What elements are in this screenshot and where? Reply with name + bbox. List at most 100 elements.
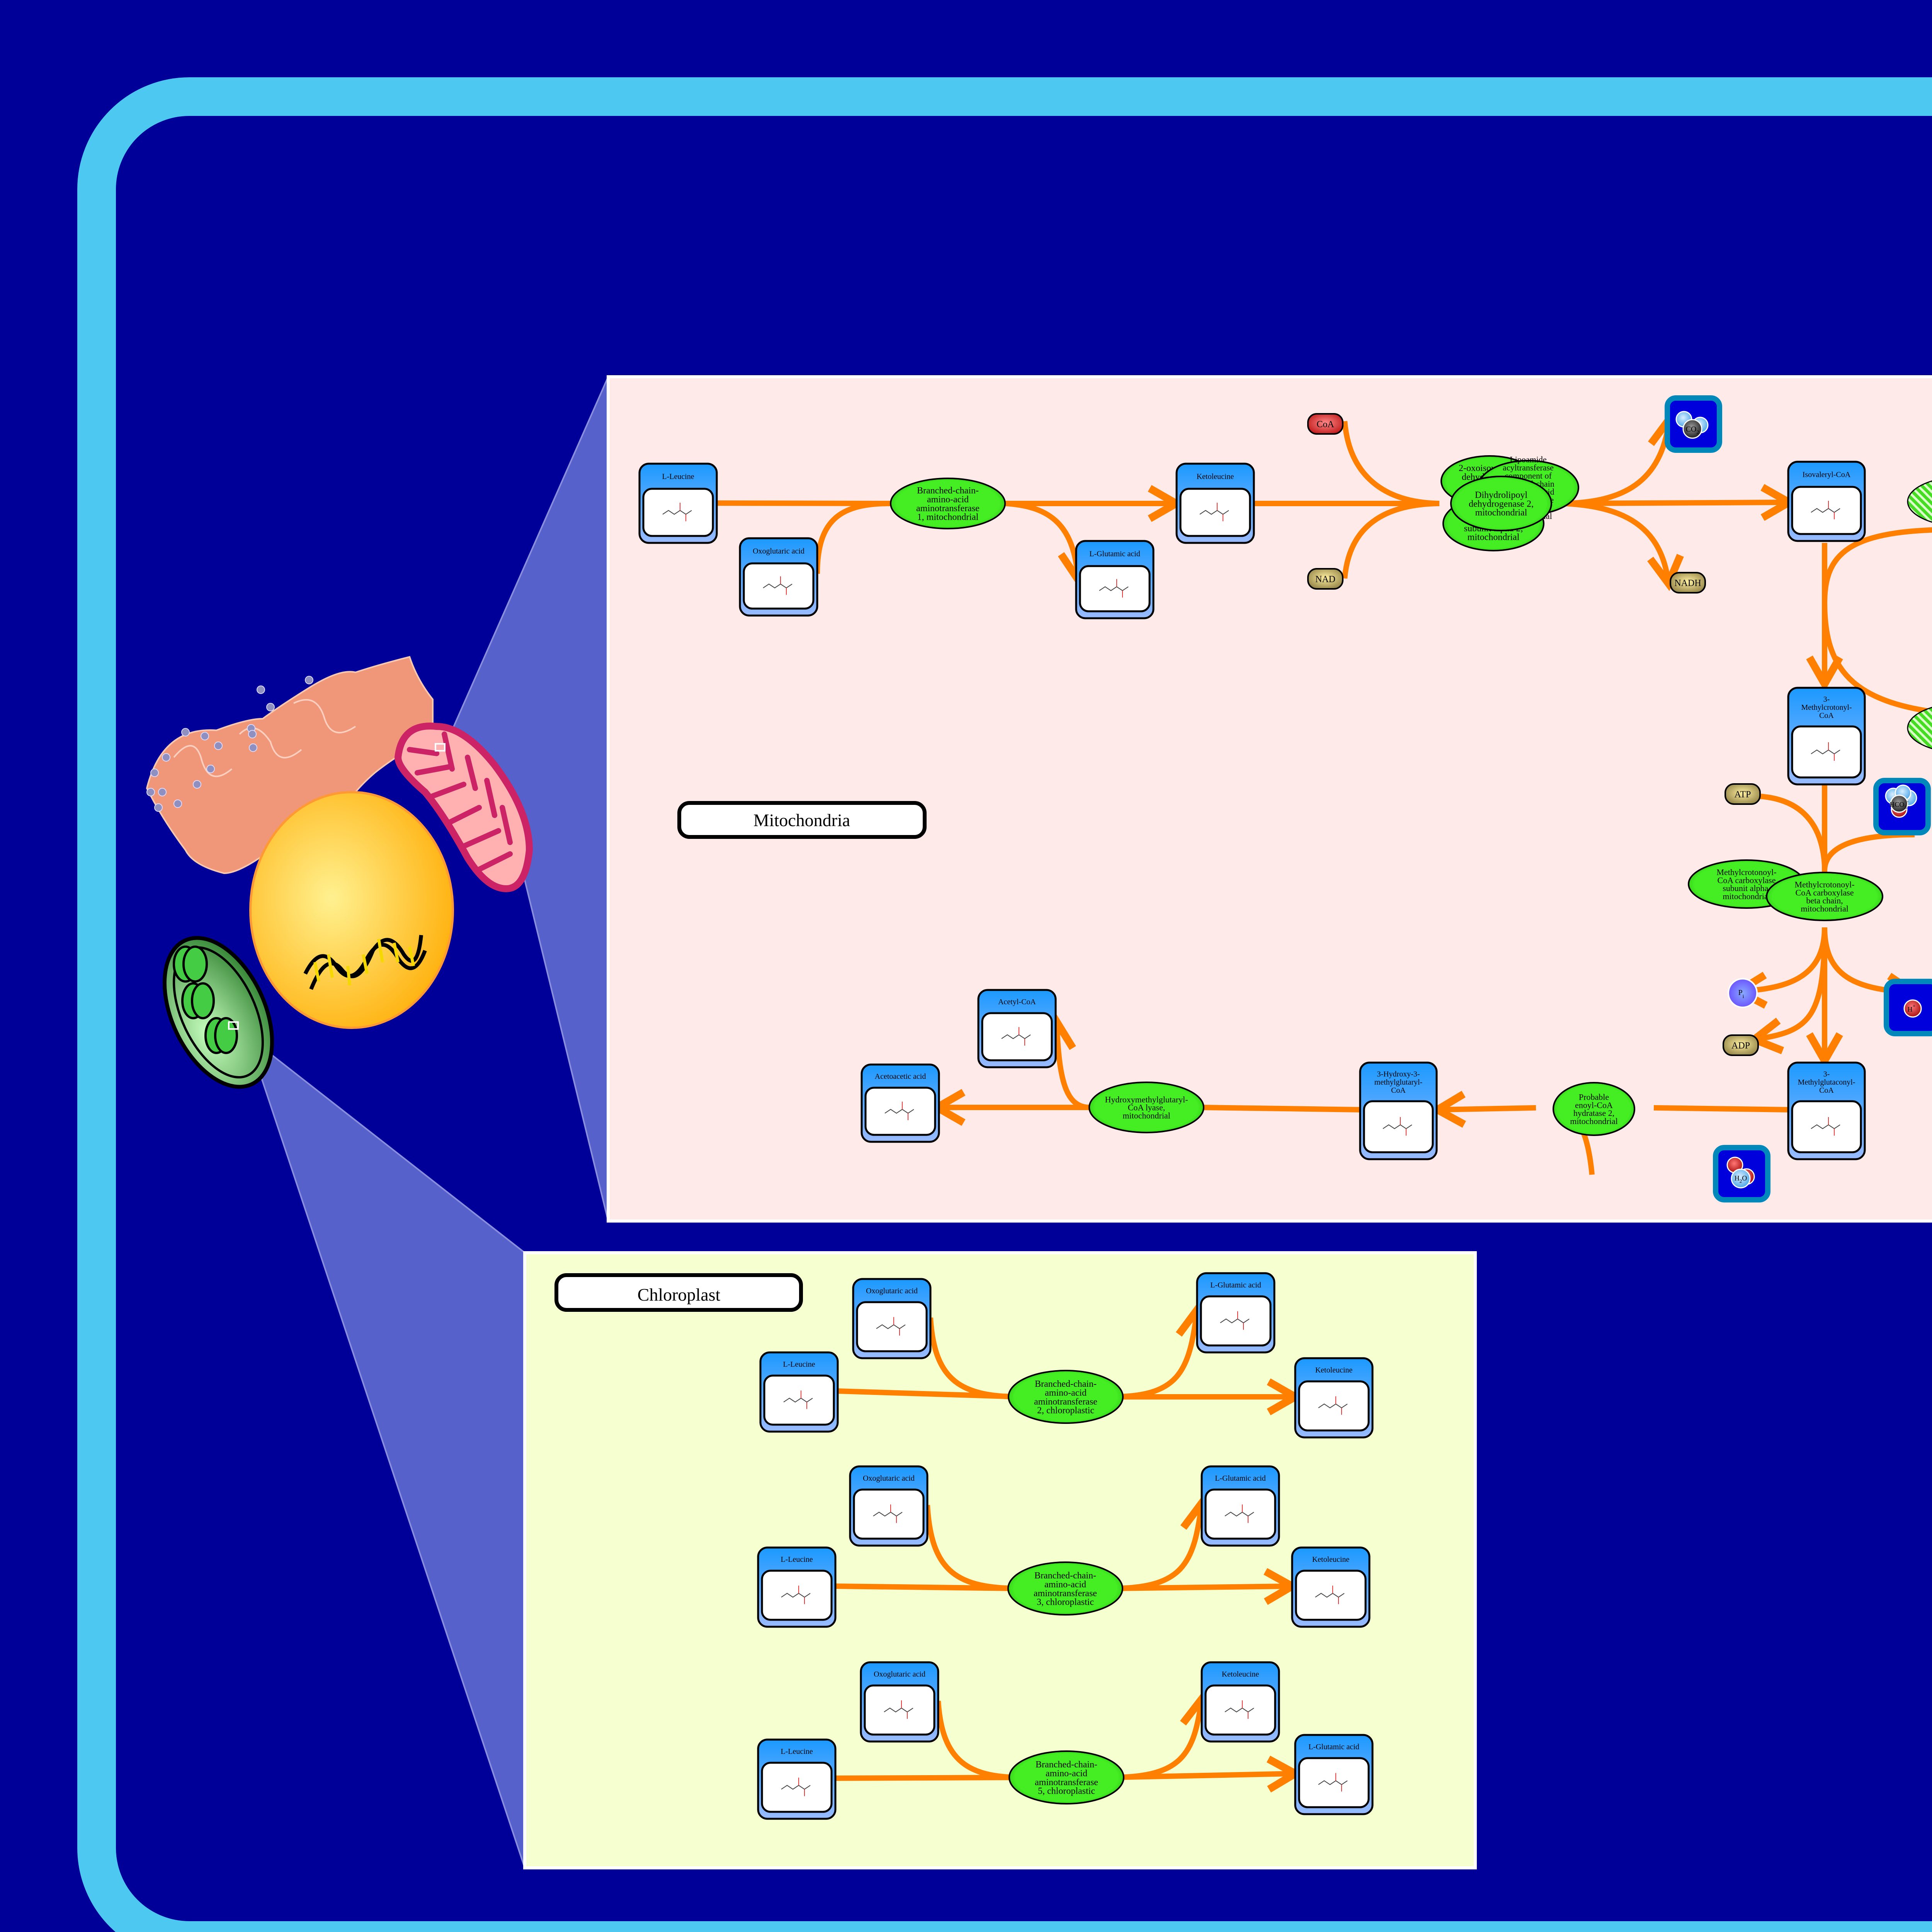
metabolite-label: L-Glutamic acid <box>1308 1743 1359 1751</box>
metabolite-acetyl-coa[interactable]: Acetyl-CoA <box>977 989 1057 1068</box>
endoplasmic-reticulum-icon <box>146 656 434 874</box>
edge-to-acetyl-coa[interactable] <box>1057 1022 1090 1110</box>
enzyme-hmg-coa-lyase[interactable]: Hydroxymethylglutaryl-CoA lyase,mitochon… <box>1088 1082 1204 1133</box>
metabolite-hmg-coa[interactable]: 3-Hydroxy-3-methylglutaryl-CoA <box>1359 1061 1438 1160</box>
cofactor-shape <box>1670 572 1706 594</box>
metabolite-side-product[interactable]: L-Glutamic acid <box>1196 1272 1276 1354</box>
metabolite-main-product[interactable]: L-Glutamic acid <box>1294 1734 1374 1815</box>
metabolite-label: Oxoglutaric acid <box>753 547 804 556</box>
edge-coa-in[interactable] <box>1342 421 1440 506</box>
nucleus-icon <box>249 791 454 1029</box>
enzyme-ellipse <box>1766 872 1883 921</box>
mito-zoom-marker <box>435 743 446 752</box>
cofactor-atp[interactable]: ATP <box>1725 783 1761 805</box>
metabolite-oxoglutaric-acid[interactable]: Oxoglutaric acid <box>860 1661 939 1743</box>
metabolite-l-leucine[interactable]: L-Leucine <box>759 1351 839 1433</box>
cofactor-hco3[interactable]: HCO3- <box>1873 778 1931 835</box>
structure-image <box>1079 565 1151 612</box>
mitochondria-panel <box>607 375 1932 1223</box>
metabolite-oxoglutaric-acid[interactable]: Oxoglutaric acid <box>739 537 818 617</box>
structure-image <box>864 1684 935 1736</box>
molecule-skeleton-icon <box>1099 586 1129 591</box>
edge-to-isovaleryl[interactable] <box>1563 502 1789 503</box>
cofactor-nad[interactable]: NAD <box>1307 568 1344 590</box>
edge-oxoglutarate-in[interactable] <box>815 501 891 574</box>
pi-label: Pi <box>1738 988 1744 1000</box>
cofactor-proton[interactable]: H+ <box>1884 979 1932 1036</box>
molecule-skeleton-icon <box>1318 1403 1348 1408</box>
cofactor-coa[interactable]: CoA <box>1307 413 1344 435</box>
phosphate-icon <box>1728 978 1758 1008</box>
structure-image <box>1200 1295 1272 1347</box>
molecule-bond-icon <box>1116 579 1123 598</box>
oxidized-flavoprotein[interactable]: Oxidizedflavoprotein <box>1907 476 1932 527</box>
metabolite-main-product[interactable]: Ketoleucine <box>1294 1357 1374 1439</box>
molecule-skeleton-icon <box>1383 1124 1412 1129</box>
mitochondrion-icon <box>394 723 533 893</box>
structure-image <box>853 1488 925 1540</box>
metabolite-side-product[interactable]: Ketoleucine <box>1201 1661 1280 1743</box>
metabolite-label: Ketoleucine <box>1315 1366 1353 1374</box>
cofactor-water[interactable]: H2O <box>1713 1145 1770 1202</box>
metabolite-acetoacetic-acid[interactable]: Acetoacetic acid <box>861 1063 940 1143</box>
edge-to-hmg-coa[interactable] <box>1437 1108 1536 1110</box>
cofactor-nadh[interactable]: NADH <box>1670 572 1706 594</box>
metabolite-label: Acetyl-CoA <box>998 998 1036 1006</box>
molecule-skeleton-icon <box>783 1398 813 1403</box>
edge-side-product[interactable] <box>1109 1503 1202 1591</box>
metabolite-l-glutamic-acid[interactable]: L-Glutamic acid <box>1075 540 1155 619</box>
cofactor-co2[interactable]: CO2 <box>1665 395 1722 453</box>
edge-atp-in[interactable] <box>1750 793 1827 866</box>
molecule-bond-icon <box>1828 1117 1835 1136</box>
metabolite-label: L-Leucine <box>781 1555 813 1564</box>
edge-hmg-coa-in[interactable] <box>1201 1105 1362 1112</box>
edge-nad-in[interactable] <box>1342 501 1440 579</box>
metabolite-isovaleryl-coa[interactable]: Isovaleryl-CoA <box>1787 461 1866 542</box>
metabolite-oxoglutaric-acid[interactable]: Oxoglutaric acid <box>852 1278 932 1359</box>
edge-to-reduced-flavo[interactable] <box>1822 602 1932 715</box>
edge-oxoglutarate-in[interactable] <box>935 1701 1022 1780</box>
molecule-bond-icon <box>1019 1027 1025 1046</box>
edge-side-product[interactable] <box>1110 1310 1197 1400</box>
molecule-bond-icon <box>1242 1504 1248 1523</box>
reduced-flavoprotein[interactable]: Reducedflavoprotein <box>1907 703 1932 753</box>
metabolite-3-methylglutaconyl-coa[interactable]: 3-Methylglutaconyl-CoA <box>1787 1061 1866 1160</box>
edge-side-product[interactable] <box>1111 1699 1202 1780</box>
flavoprotein-ellipse <box>1907 480 1932 523</box>
metabolite-l-leucine[interactable]: L-Leucine <box>757 1738 837 1820</box>
edge-oxoglutarate-in[interactable] <box>928 1317 1022 1400</box>
co2-label: CO2 <box>1686 425 1699 435</box>
metabolite-l-leucine[interactable]: L-Leucine <box>638 463 718 544</box>
edge-to-co2[interactable] <box>1563 419 1669 506</box>
molecule-bond-icon <box>780 576 787 595</box>
metabolite-ketoleucine[interactable]: Ketoleucine <box>1175 463 1255 544</box>
metabolite-3-methylcrotonyl-coa[interactable]: 3-Methylcrotonyl-CoA <box>1787 687 1866 786</box>
edge-hco3-in[interactable] <box>1822 832 1915 870</box>
edge-oxoglutarate-in[interactable] <box>925 1505 1021 1591</box>
metabolite-label: Oxoglutaric acid <box>863 1474 915 1483</box>
edge-flavo-in[interactable] <box>1822 527 1932 603</box>
metabolite-l-leucine[interactable]: L-Leucine <box>757 1546 837 1628</box>
edge-methylglutaconyl-in[interactable] <box>1653 1105 1789 1112</box>
molecule-skeleton-icon <box>1315 1593 1345 1598</box>
metabolite-oxoglutaric-acid[interactable]: Oxoglutaric acid <box>849 1465 929 1547</box>
molecule-skeleton-icon <box>1225 1708 1254 1713</box>
cofactor-adp[interactable]: ADP <box>1723 1034 1759 1056</box>
cofactor-pi[interactable]: Pi <box>1728 978 1758 1008</box>
enzyme-ellipse <box>1450 476 1552 531</box>
metabolite-main-product[interactable]: Ketoleucine <box>1291 1546 1371 1628</box>
metabolite-side-product[interactable]: L-Glutamic acid <box>1201 1465 1280 1547</box>
edge-to-nadh[interactable] <box>1563 501 1668 583</box>
